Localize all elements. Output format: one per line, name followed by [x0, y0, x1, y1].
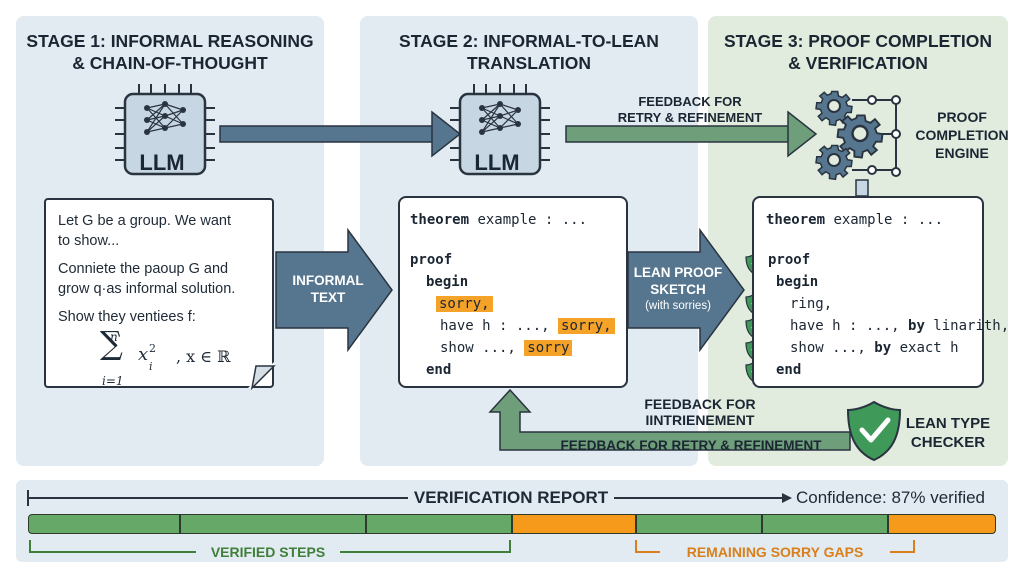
lean-sketch-arrow	[627, 227, 745, 353]
final-ring-line: ring,	[790, 296, 833, 312]
lean-type-checker-label: LEAN TYPE CHECKER	[905, 415, 991, 451]
feedback-bottom-label: FEEDBACK FOR IINTRIENEMENT	[644, 396, 756, 428]
sketch-begin: begin	[426, 274, 469, 290]
feedback-arrow-top	[565, 110, 818, 158]
final-proof: proof	[768, 252, 811, 268]
verified-step-segment	[636, 514, 762, 534]
stage3-title: STAGE 3: PROOF COMPLETION & VERIFICATION	[723, 31, 993, 73]
sketch-show-line: show ..., sorry	[440, 340, 573, 356]
sketch-end: end	[426, 362, 452, 378]
gears-icon	[815, 90, 901, 197]
remaining-gaps-label: REMAINING SORRY GAPS	[686, 544, 864, 560]
report-title: VERIFICATION REPORT	[413, 488, 609, 507]
verified-steps-label: VERIFIED STEPS	[210, 544, 326, 560]
final-theorem-line: theorem example : ...	[766, 212, 944, 228]
lean-sketch-label: LEAN PROOF SKETCH (with sorries)	[633, 265, 723, 312]
lean-sketch-card	[398, 196, 628, 388]
confidence-text: Confidence: 87% verified	[796, 488, 986, 507]
final-end: end	[776, 362, 802, 378]
informal-text-label: INFORMAL TEXT	[292, 273, 364, 305]
sketch-theorem-line: theorem example : ...	[410, 212, 588, 228]
shield-check-icon	[846, 400, 902, 462]
sketch-sorry-line: sorry,	[436, 296, 493, 312]
sum-formula: n ∑ i=1 x i 2 , x ∈ ℝ	[100, 324, 231, 388]
informal-text-arrow	[275, 227, 393, 353]
final-begin: begin	[776, 274, 819, 290]
proof-engine-label: PROOF COMPLETION ENGINE	[915, 109, 1009, 161]
feedback-retry-label: FEEDBACK FOR RETRY & REFINEMENT	[560, 438, 822, 453]
final-have-line: have h : ..., by linarith,	[790, 318, 1010, 334]
verified-step-segment	[366, 514, 512, 534]
verified-step-segment	[28, 514, 180, 534]
feedback-top-label: FEEDBACK FOR RETRY & REFINEMENT	[617, 94, 763, 125]
informal-reasoning-card: Let G be a group. We want to show... Con…	[44, 198, 274, 388]
sketch-have-line: have h : ..., sorry,	[440, 318, 615, 334]
sorry-gap-segment	[888, 514, 996, 534]
llm-label-stage2: LLM	[474, 150, 520, 175]
final-show-line: show ..., by exact h	[790, 340, 959, 356]
stage2-title: STAGE 2: INFORMAL-TO-LEAN TRANSLATION	[399, 31, 659, 73]
stage1-title: STAGE 1: INFORMAL REASONING & CHAIN-OF-T…	[26, 31, 314, 73]
page-curl-icon	[248, 362, 276, 391]
completed-proof-card	[752, 196, 984, 388]
sketch-proof: proof	[410, 252, 453, 268]
sorry-gap-segment	[512, 514, 636, 534]
feedback-loop-arrow	[488, 388, 851, 451]
arrow-llm-to-llm	[219, 110, 462, 158]
verified-step-segment	[180, 514, 366, 534]
verified-step-segment	[762, 514, 888, 534]
llm-label-stage1: LLM	[139, 150, 185, 175]
